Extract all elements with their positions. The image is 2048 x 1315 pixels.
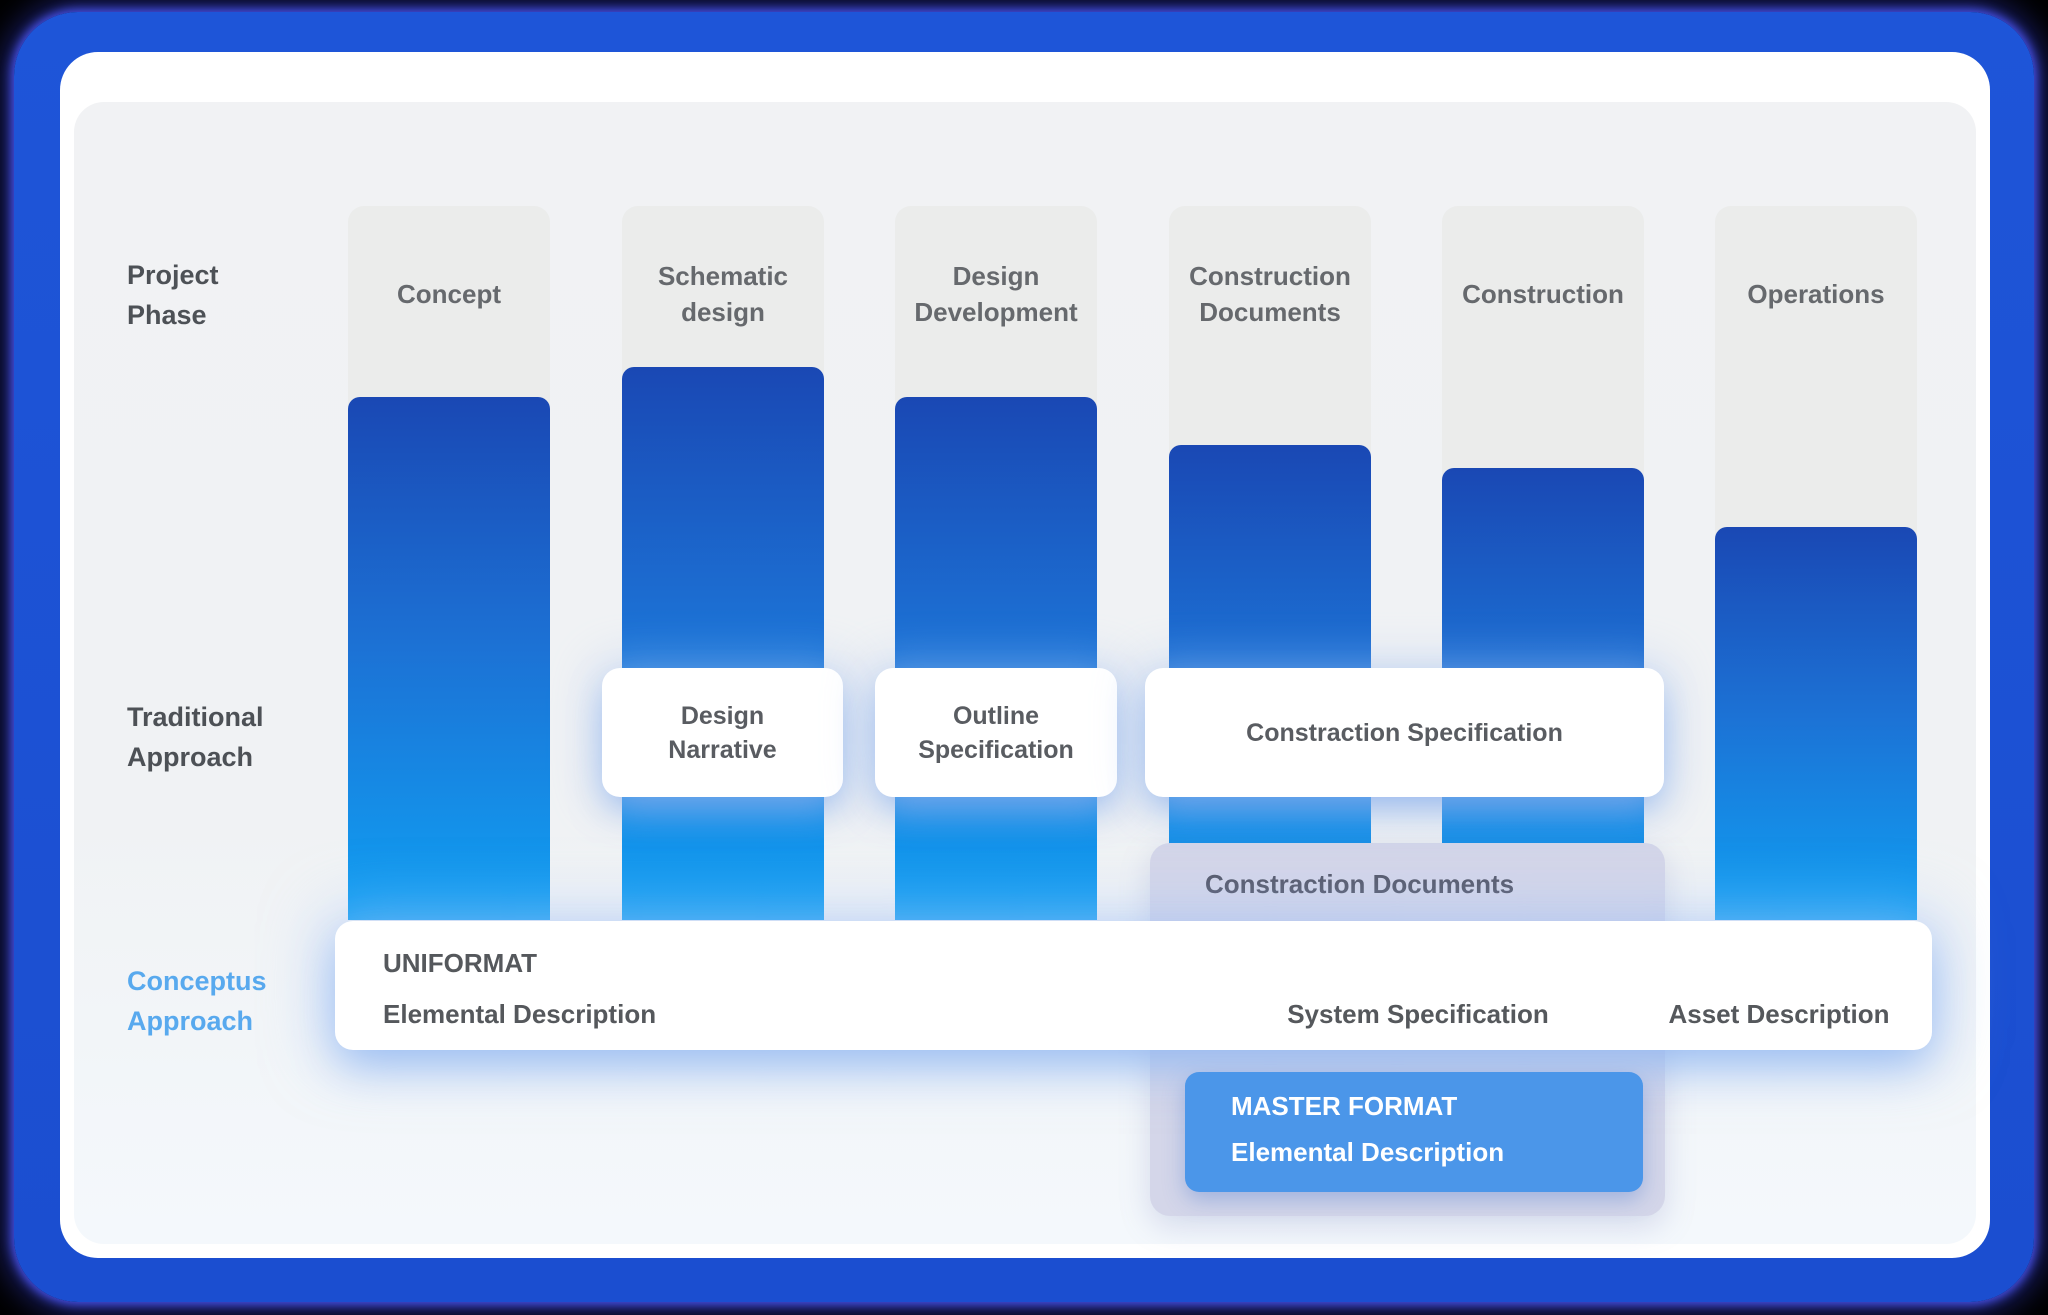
phase-header-concept: Concept — [336, 206, 562, 382]
master-format-subtitle: Elemental Description — [1231, 1137, 1505, 1167]
phase-header-line1: Design — [952, 261, 1040, 291]
system-specification-label: System Specification — [1287, 999, 1549, 1029]
conceptus-band: UNIFORMAT Elemental Description System S… — [335, 921, 1932, 1050]
traditional-line2: Approach — [127, 742, 254, 772]
phase-column-concept: Concept — [348, 206, 550, 920]
card-line1: Constraction Specification — [1246, 718, 1563, 747]
phase-header-line1: Construction — [1189, 261, 1351, 291]
design-narrative-card: Design Narrative — [602, 668, 843, 797]
phase-header-line1: Schematic — [657, 261, 789, 291]
phase-header-line1: Construction — [1462, 279, 1624, 309]
concept-bar — [348, 397, 550, 920]
asset-description-label: Asset Description — [1668, 999, 1890, 1029]
card-line2: Specification — [918, 735, 1074, 764]
schematic-design-bar — [622, 367, 824, 920]
constraction-documents-title: Constraction Documents — [1205, 869, 1515, 899]
phase-header-line2: design — [681, 297, 765, 327]
master-format-title: MASTER FORMAT — [1231, 1091, 1458, 1121]
operations-bar — [1715, 527, 1917, 920]
traditional-approach-label: Traditional Approach — [127, 697, 367, 777]
phase-column-construction-documents: Construction Documents — [1169, 206, 1371, 920]
project-phase-line1: Project — [127, 260, 219, 290]
uniformat-subtitle: Elemental Description — [383, 999, 657, 1029]
phase-column-schematic-design: Schematic design — [622, 206, 824, 920]
conceptus-line1: Conceptus — [127, 966, 267, 996]
master-format-card: MASTER FORMAT Elemental Description — [1185, 1072, 1643, 1192]
card-line1: Outline — [952, 701, 1040, 730]
conceptus-line2: Approach — [127, 1006, 254, 1036]
phase-header-construction-documents: Construction Documents — [1157, 206, 1383, 382]
card-line1: Design — [680, 701, 765, 730]
phase-column-construction: Construction — [1442, 206, 1644, 920]
project-phase-label: Project Phase — [127, 255, 367, 335]
phase-header-line1: Concept — [397, 279, 501, 309]
phase-header-construction: Construction — [1430, 206, 1656, 382]
phase-header-schematic-design: Schematic design — [610, 206, 836, 382]
phase-header-operations: Operations — [1703, 206, 1929, 382]
outline-specification-card: Outline Specification — [875, 668, 1117, 797]
design-development-bar — [895, 397, 1097, 920]
card-line2: Narrative — [668, 735, 777, 764]
phase-header-line2: Documents — [1199, 297, 1341, 327]
phase-column-operations: Operations — [1715, 206, 1917, 920]
traditional-line1: Traditional — [127, 702, 264, 732]
constraction-specification-card: Constraction Specification — [1145, 668, 1664, 797]
conceptus-approach-label: Conceptus Approach — [127, 961, 367, 1041]
uniformat-title: UNIFORMAT — [383, 948, 538, 978]
project-phase-line2: Phase — [127, 300, 207, 330]
phase-header-line1: Operations — [1747, 279, 1885, 309]
phase-header-line2: Development — [914, 297, 1078, 327]
phase-column-design-development: Design Development — [895, 206, 1097, 920]
phase-header-design-development: Design Development — [883, 206, 1109, 382]
